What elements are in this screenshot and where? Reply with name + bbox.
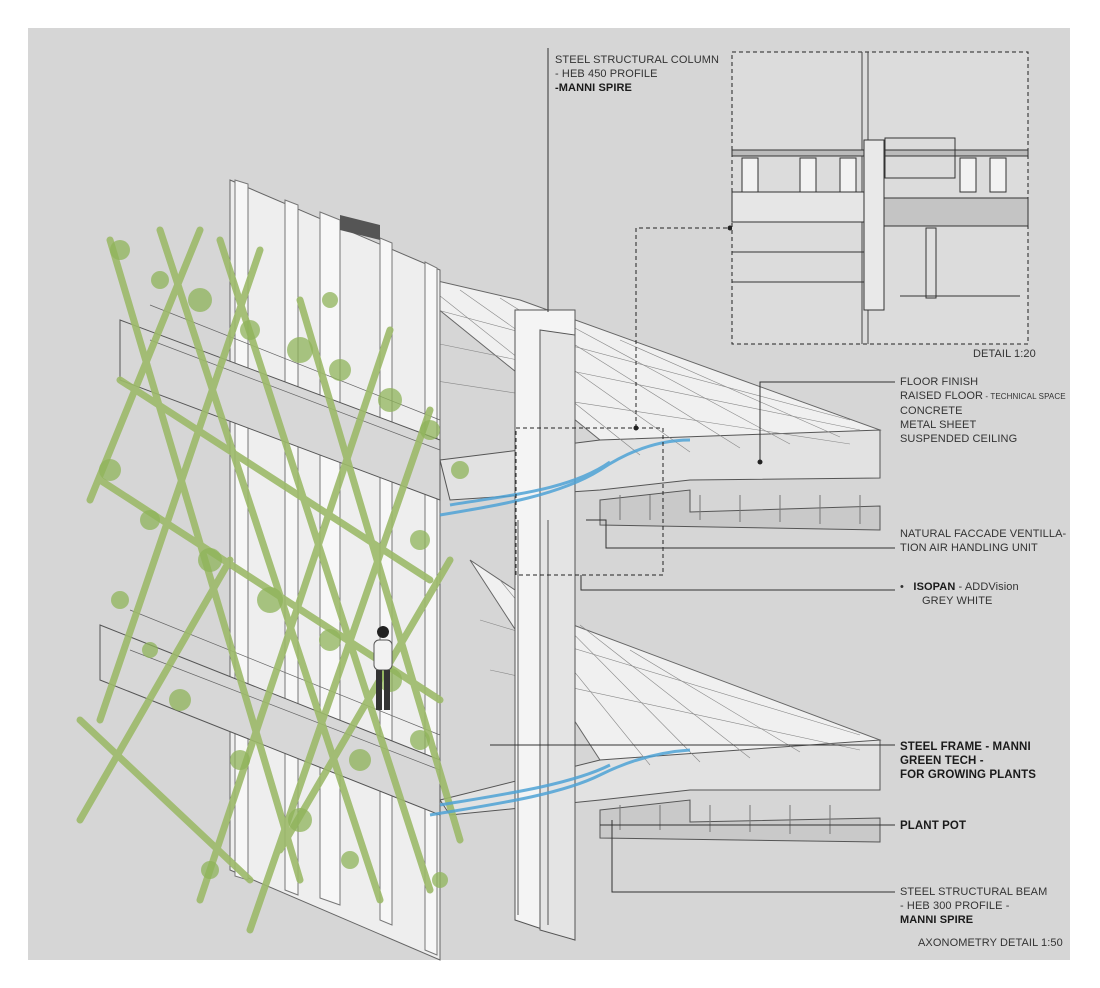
isopan-label-line2: GREY WHITE [922, 595, 993, 607]
steel-frame-line3: FOR GROWING PLANTS [900, 769, 1036, 781]
column-label-line3: -MANNI SPIRE [555, 82, 632, 94]
ventilation-label-line2: TION AIR HANDLING UNIT [900, 542, 1038, 554]
floor-label-technical: - TECHNICAL SPACE [983, 392, 1066, 401]
beam-label: STEEL STRUCTURAL BEAM - HEB 300 PROFILE … [900, 885, 1047, 927]
axonometry-scale-label: AXONOMETRY DETAIL 1:50 [918, 937, 1063, 949]
lower-floor-slab [439, 559, 882, 843]
floor-layers-label: FLOOR FINISH RAISED FLOOR - TECHNICAL SP… [900, 375, 1066, 446]
floor-label-line3: CONCRETE [900, 405, 963, 417]
floor-label-line2: RAISED FLOOR - TECHNICAL SPACE [900, 389, 1066, 404]
beam-label-line2: - HEB 300 PROFILE - [900, 900, 1010, 912]
floor-label-line5: SUSPENDED CEILING [900, 433, 1018, 445]
leader-lines [490, 48, 895, 893]
person-figure [373, 626, 393, 710]
steel-frame-label: STEEL FRAME - MANNI GREEN TECH - FOR GRO… [900, 740, 1036, 782]
ventilation-flow [429, 438, 691, 817]
steel-frame-line1: STEEL FRAME - MANNI [900, 741, 1031, 753]
column-label: STEEL STRUCTURAL COLUMN - HEB 450 PROFIL… [555, 53, 719, 95]
floor-label-raised: RAISED FLOOR [900, 390, 984, 402]
floor-label-line1: FLOOR FINISH [900, 376, 979, 388]
isopan-bullet: • [900, 581, 904, 593]
isopan-brand: ISOPAN [913, 581, 956, 593]
detail-inset [731, 51, 1029, 345]
steel-frame-line2: GREEN TECH - [900, 755, 984, 767]
isopan-label: • ISOPAN - ADDVision GREY WHITE [900, 580, 1019, 608]
ventilation-label: NATURAL FACCADE VENTILLA- TION AIR HANDL… [900, 527, 1066, 555]
floor-label-line4: METAL SHEET [900, 419, 977, 431]
column-label-line2: - HEB 450 PROFILE [555, 68, 658, 80]
isopan-label-line1: • ISOPAN - ADDVision [900, 580, 1019, 594]
detail-callout-box [515, 427, 664, 576]
detail-scale-label: DETAIL 1:20 [973, 348, 1036, 360]
column-label-line1: STEEL STRUCTURAL COLUMN [555, 54, 720, 66]
beam-label-line1: STEEL STRUCTURAL BEAM [900, 886, 1048, 898]
beam-label-line3: MANNI SPIRE [900, 914, 974, 926]
plant-pot-label: PLANT POT [900, 820, 967, 832]
isopan-product: - ADDVision [955, 581, 1019, 593]
ventilation-label-line1: NATURAL FACCADE VENTILLA- [900, 528, 1067, 540]
